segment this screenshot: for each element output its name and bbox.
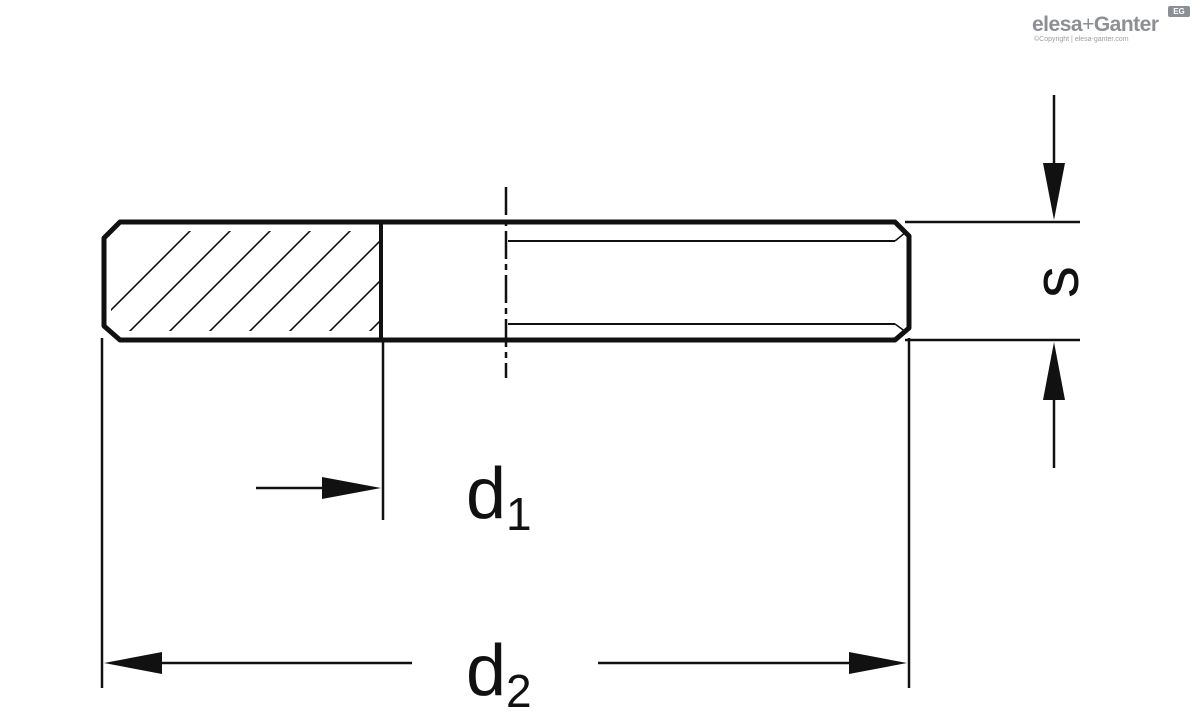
d2-dimension-arrow-right	[598, 652, 907, 674]
chamfer-line-bottom-right	[894, 323, 907, 333]
logo-brand-plus: +	[1082, 13, 1094, 36]
hatched-section	[111, 231, 379, 331]
label-s: s	[1020, 266, 1092, 298]
label-d1-base: d	[466, 454, 506, 534]
label-d1: d1	[466, 454, 532, 540]
elesa-ganter-logo: elesa+Ganter EG ©Copyright | elesa-gante…	[1032, 6, 1192, 46]
chamfer-line-top-right	[894, 231, 907, 242]
d1-dimension-arrow	[256, 477, 381, 499]
label-d2: d2	[466, 631, 532, 717]
label-d2-sub: 2	[506, 665, 532, 717]
logo-copyright: ©Copyright | elesa-ganter.com	[1034, 36, 1129, 43]
logo-brand-left: elesa	[1032, 13, 1083, 36]
logo-brand-right: Ganter	[1093, 13, 1159, 36]
s-dimension-arrow-bottom	[1043, 342, 1065, 468]
logo-badge: EG	[1168, 6, 1190, 17]
washer-outline	[101, 219, 912, 343]
s-dimension-arrow-top	[1043, 95, 1065, 220]
label-d2-base: d	[466, 631, 506, 711]
d2-dimension-arrow-left	[104, 652, 412, 674]
logo-wordmark: elesa+Ganter	[1032, 14, 1159, 36]
label-d1-sub: 1	[506, 488, 532, 540]
